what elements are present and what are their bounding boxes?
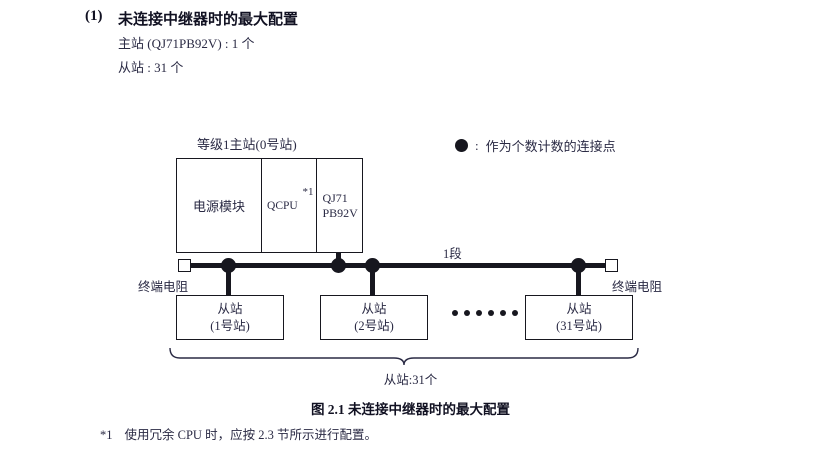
slave-station-number: (31号站): [556, 318, 602, 333]
slave-station-name: 从站: [217, 302, 243, 317]
master-station-caption: 等级1主站(0号站): [197, 137, 297, 152]
figure-caption: 图 2.1 未连接中继器时的最大配置: [310, 402, 511, 417]
footnote-marker: *1: [100, 428, 113, 442]
network-module-cell: QJ71 PB92V: [317, 159, 362, 252]
slave-station-number: (1号站): [210, 318, 250, 333]
slave-station-number: (2号站): [354, 318, 394, 333]
slave-total-label: 从站:31个: [383, 373, 438, 387]
network-module-label-line2: PB92V: [322, 205, 358, 220]
connection-point-dot-master: [331, 258, 346, 273]
qcpu-module-label: QCPU: [267, 199, 298, 212]
network-module-label-line1: QJ71: [322, 190, 348, 205]
legend-label: 作为个数计数的连接点: [485, 139, 616, 154]
qcpu-module-cell: QCPU *1: [262, 159, 318, 252]
ellipsis-dot: [476, 310, 482, 316]
master-station-module-rack: 电源模块 QCPU *1 QJ71 PB92V: [176, 158, 363, 253]
section-title: 未连接中继器时的最大配置: [118, 12, 299, 28]
profibus-trunk-line: [190, 263, 608, 268]
slave-station-name: 从站: [361, 302, 387, 317]
ellipsis-dot: [488, 310, 494, 316]
section-number: (1): [85, 8, 103, 24]
slave-station-box-2: 从站 (2号站): [320, 295, 428, 340]
footnote-text: 使用冗余 CPU 时，应按 2.3 节所示进行配置。: [124, 428, 377, 442]
power-supply-module-cell: 电源模块: [177, 159, 263, 252]
ellipsis-dot: [464, 310, 470, 316]
slave-station-box-31: 从站 (31号站): [525, 295, 633, 340]
slave-station-box-1: 从站 (1号站): [176, 295, 284, 340]
terminal-resistor-right-icon: [605, 259, 618, 272]
spec-line-master: 主站 (QJ71PB92V) : 1 个: [118, 36, 255, 51]
segment-count-label: 1段: [443, 247, 462, 261]
slave31-drop-line: [576, 265, 581, 295]
ellipsis-dot: [500, 310, 506, 316]
filled-circle-icon: [455, 139, 468, 152]
terminal-resistor-left-label: 终端电阻: [138, 280, 189, 294]
slave1-drop-line: [226, 265, 231, 295]
terminal-resistor-left-icon: [178, 259, 191, 272]
footnote-marker-asterisk1: *1: [302, 186, 314, 198]
slave2-drop-line: [370, 265, 375, 295]
slave-station-name: 从站: [566, 302, 592, 317]
spec-line-slave: 从站 : 31 个: [118, 60, 184, 75]
legend-colon: :: [475, 137, 479, 153]
footnote: *1 使用冗余 CPU 时，应按 2.3 节所示进行配置。: [100, 424, 377, 443]
ellipsis-dot: [452, 310, 458, 316]
legend: : 作为个数计数的连接点: [455, 136, 616, 155]
terminal-resistor-right-label: 终端电阻: [612, 280, 663, 294]
slave-stations-ellipsis: [452, 310, 518, 316]
ellipsis-dot: [512, 310, 518, 316]
slave-total-brace: [169, 347, 639, 366]
